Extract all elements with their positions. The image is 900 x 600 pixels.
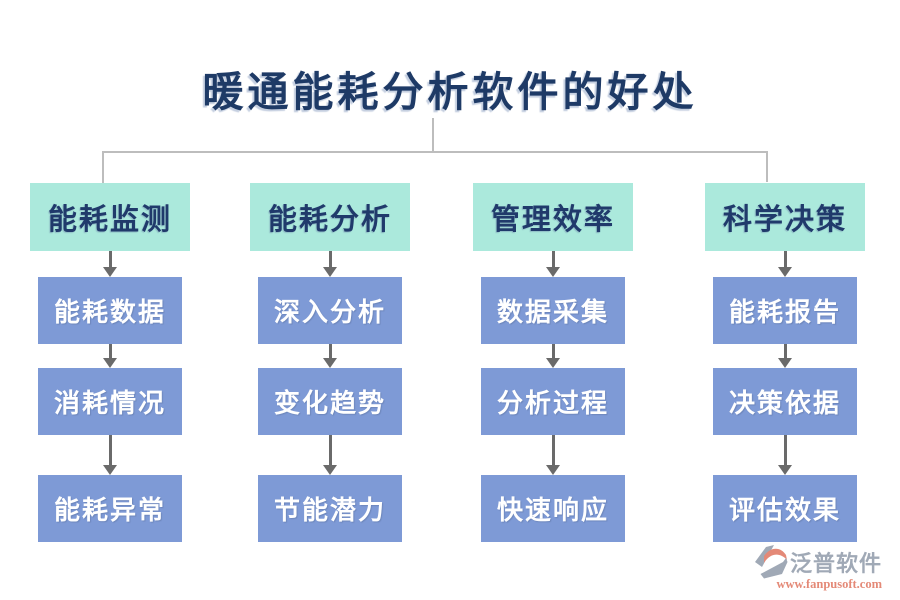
down-arrow-icon [323, 344, 337, 368]
flow-item-box: 能耗数据 [38, 277, 182, 344]
down-arrow-icon [778, 344, 792, 368]
flow-item-box: 决策依据 [713, 368, 857, 435]
flow-column-energy-analysis: 能耗分析 深入分析 变化趋势 节能潜力 [250, 183, 410, 543]
category-header-box: 科学决策 [705, 183, 865, 251]
flow-column-scientific-decision: 科学决策 能耗报告 决策依据 评估效果 [705, 183, 865, 543]
flow-item-box: 数据采集 [481, 277, 625, 344]
flow-item-box: 能耗报告 [713, 277, 857, 344]
down-arrow-icon [778, 251, 792, 277]
flow-item-box: 深入分析 [258, 277, 402, 344]
brand-watermark: 泛普软件 www.fanpusoft.com [732, 544, 882, 592]
category-header-box: 管理效率 [473, 183, 633, 251]
flow-item-box: 快速响应 [481, 475, 625, 542]
flow-column-management-efficiency: 管理效率 数据采集 分析过程 快速响应 [473, 183, 633, 543]
page-title: 暖通能耗分析软件的好处 [202, 69, 698, 115]
down-arrow-icon [103, 251, 117, 277]
down-arrow-icon [103, 344, 117, 368]
brand-name: 泛普软件 [789, 551, 882, 576]
down-arrow-icon [546, 435, 560, 475]
category-header-box: 能耗分析 [250, 183, 410, 251]
brand-url: www.fanpusoft.com [776, 577, 882, 591]
down-arrow-icon [103, 435, 117, 475]
flow-item-box: 评估效果 [713, 475, 857, 542]
flow-column-energy-monitoring: 能耗监测 能耗数据 消耗情况 能耗异常 [30, 183, 190, 543]
flow-item-box: 能耗异常 [38, 475, 182, 542]
flow-item-box: 消耗情况 [38, 368, 182, 435]
category-header-box: 能耗监测 [30, 183, 190, 251]
down-arrow-icon [323, 435, 337, 475]
down-arrow-icon [323, 251, 337, 277]
flow-item-box: 变化趋势 [258, 368, 402, 435]
down-arrow-icon [546, 251, 560, 277]
down-arrow-icon [546, 344, 560, 368]
flow-item-box: 分析过程 [481, 368, 625, 435]
fanpu-logo-icon [754, 545, 788, 579]
down-arrow-icon [778, 435, 792, 475]
flow-item-box: 节能潜力 [258, 475, 402, 542]
